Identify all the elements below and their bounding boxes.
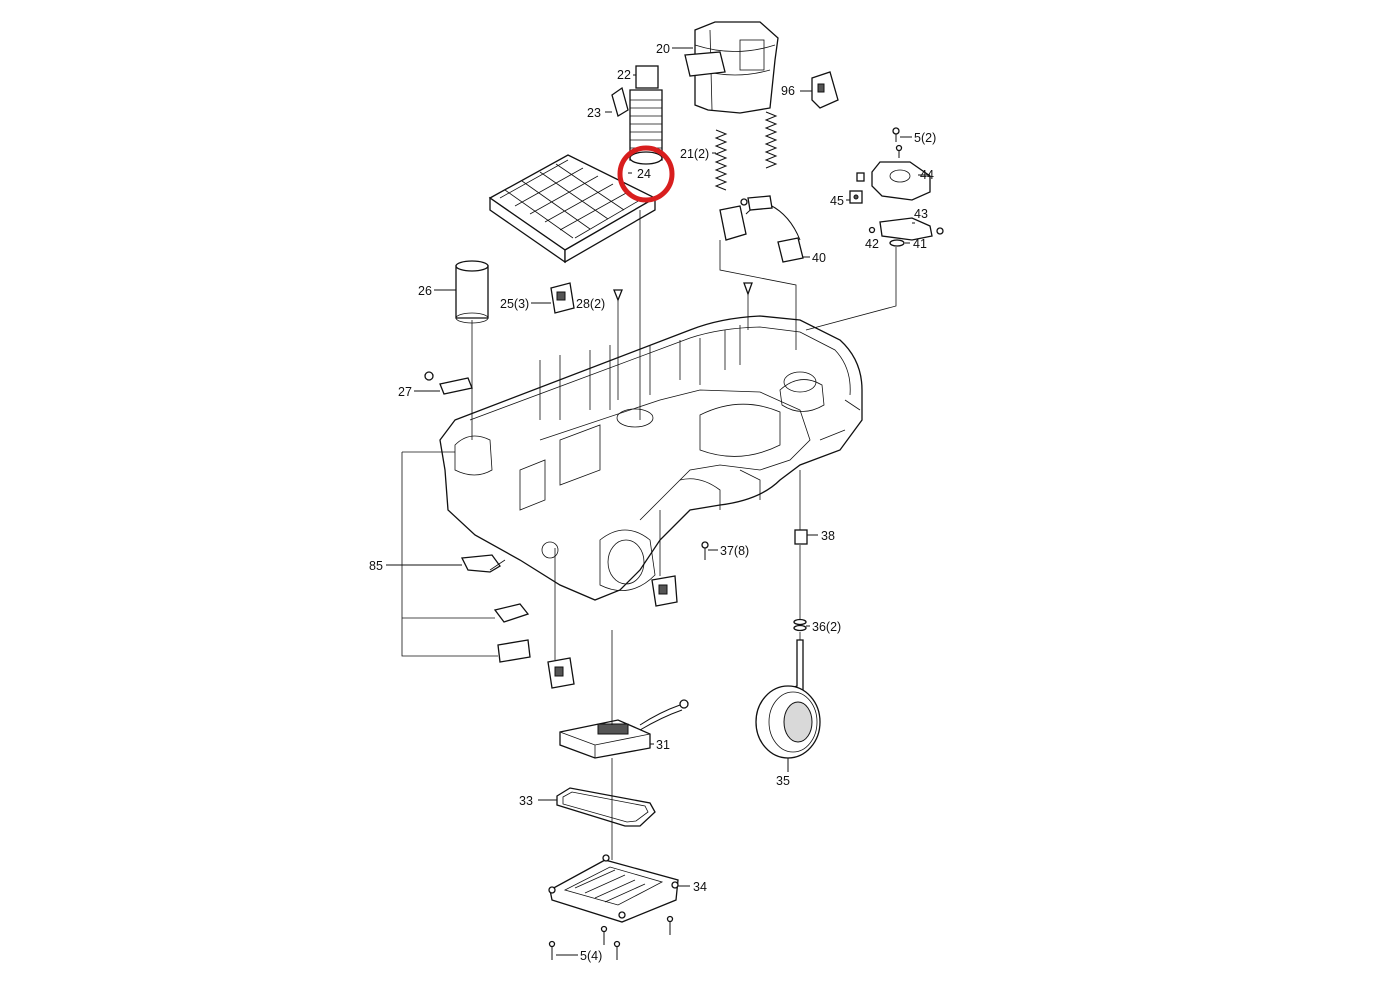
callout-26: 26 [418, 284, 432, 298]
callout-41: 41 [913, 237, 927, 251]
callout-33: 33 [519, 794, 533, 808]
part-35-wheel [755, 639, 821, 759]
callout-20: 20 [656, 42, 670, 56]
part-26-cylinder [455, 260, 489, 324]
part-37-screw [701, 541, 709, 560]
part-36-a [793, 618, 807, 626]
screws-top-right [892, 127, 903, 158]
callout-27: 27 [398, 385, 412, 399]
pad-b [497, 639, 531, 663]
part-85 [460, 554, 501, 573]
part-44-assembly [856, 161, 931, 201]
callout-37: 37(8) [720, 544, 749, 558]
callout-23: 23 [587, 106, 601, 120]
part-96 [811, 71, 839, 109]
callout-38: 38 [821, 529, 835, 543]
part-23-clip [611, 86, 629, 117]
filter-grid [488, 154, 657, 264]
part-33-gasket-inner [562, 791, 649, 823]
callout-35: 35 [776, 774, 790, 788]
callout-40: 40 [812, 251, 826, 265]
callout-25: 25(3) [500, 297, 529, 311]
part-22-bellows [629, 65, 663, 165]
callout-45: 45 [830, 194, 844, 208]
leader-lines [386, 47, 930, 956]
callout-5-bottom: 5(4) [580, 949, 602, 963]
callout-44: 44 [920, 168, 934, 182]
clip-lower [547, 575, 678, 689]
callout-31: 31 [656, 738, 670, 752]
part-25-clip [550, 282, 575, 314]
chassis-body [439, 315, 863, 601]
part-33-gasket [556, 787, 656, 827]
callout-28: 28(2) [576, 297, 605, 311]
pad-a [493, 603, 530, 623]
callout-96: 96 [781, 84, 795, 98]
part-38 [794, 529, 808, 545]
part-34-cover [548, 854, 679, 923]
part-31-battery [559, 699, 689, 759]
part-36-b [793, 624, 807, 632]
part-96-tab [817, 83, 825, 93]
callout-22: 22 [617, 68, 631, 82]
parts-41-43 [868, 217, 944, 247]
callout-85: 85 [369, 559, 383, 573]
callout-36: 36(2) [812, 620, 841, 634]
screws-bottom [548, 915, 674, 960]
part-45-hole [853, 194, 859, 200]
part-28-screw-b [743, 282, 753, 296]
part-21-springs [714, 111, 778, 191]
part-20-housing [684, 21, 779, 114]
callout-24: 24 [637, 167, 651, 181]
callout-42: 42 [865, 237, 879, 251]
callout-43: 43 [914, 207, 928, 221]
highlight-circle [617, 145, 675, 203]
callout-labels: 20 22 96 23 5(2) 21(2) 24 44 45 43 42 41… [369, 42, 936, 963]
callout-34: 34 [693, 880, 707, 894]
part-40-sensor [719, 195, 804, 263]
callout-5-top: 5(2) [914, 131, 936, 145]
callout-21: 21(2) [680, 147, 709, 161]
part-28-screw [613, 289, 623, 302]
